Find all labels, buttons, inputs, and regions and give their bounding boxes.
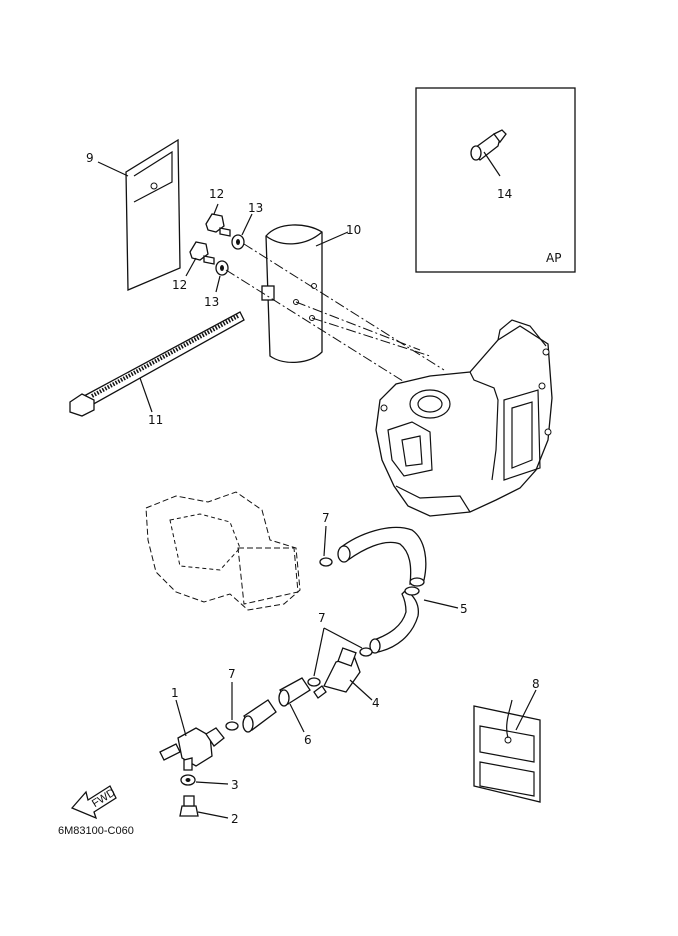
callout-3: 3 bbox=[231, 778, 239, 792]
manual-part-9 bbox=[97, 138, 181, 291]
clip-part-7-upper bbox=[319, 525, 333, 567]
callout-10: 10 bbox=[346, 223, 361, 237]
washer-part-13-lower bbox=[215, 260, 229, 293]
valve-part-1 bbox=[159, 699, 225, 771]
fwd-arrow-icon: FWD bbox=[70, 785, 118, 820]
cover-part-10 bbox=[261, 224, 349, 363]
clip-part-7-middle bbox=[307, 627, 373, 687]
clip-part-7-lower bbox=[225, 682, 239, 731]
fitting-part-14 bbox=[470, 129, 507, 177]
screw-part-2 bbox=[179, 795, 229, 819]
diagram-code: 6M83100-C060 bbox=[58, 825, 134, 837]
joint-part-4 bbox=[313, 647, 373, 701]
inset-tag: AP bbox=[546, 251, 561, 265]
callout-11: 11 bbox=[148, 413, 163, 427]
callout-4: 4 bbox=[372, 696, 380, 710]
engine-silhouette bbox=[145, 491, 301, 611]
alignment-lines bbox=[225, 243, 445, 389]
bolt-part-12-upper bbox=[205, 203, 231, 237]
engine-block bbox=[375, 319, 553, 517]
inset-box: AP 14 bbox=[415, 87, 576, 273]
callout-7-middle: 7 bbox=[318, 611, 326, 625]
callout-12-lower: 12 bbox=[172, 278, 187, 292]
callout-5: 5 bbox=[460, 602, 468, 616]
callout-12-upper: 12 bbox=[209, 187, 224, 201]
callout-6: 6 bbox=[304, 733, 312, 747]
cable-tie-part-11 bbox=[69, 311, 245, 417]
callout-14: 14 bbox=[497, 187, 512, 201]
callout-13-upper: 13 bbox=[248, 201, 263, 215]
callout-9: 9 bbox=[86, 151, 94, 165]
callout-13-lower: 13 bbox=[204, 295, 219, 309]
callout-8: 8 bbox=[532, 677, 540, 691]
callout-7-lower: 7 bbox=[228, 667, 236, 681]
tag-part-8 bbox=[473, 689, 541, 803]
callout-1: 1 bbox=[171, 686, 179, 700]
washer-part-13-upper bbox=[231, 213, 253, 250]
hose-part-5 bbox=[337, 526, 459, 654]
bolt-part-12-lower bbox=[185, 241, 215, 277]
hose-part-6 bbox=[242, 677, 311, 733]
washer-part-3 bbox=[180, 774, 229, 786]
callout-7-upper: 7 bbox=[322, 511, 330, 525]
callout-2: 2 bbox=[231, 812, 239, 826]
